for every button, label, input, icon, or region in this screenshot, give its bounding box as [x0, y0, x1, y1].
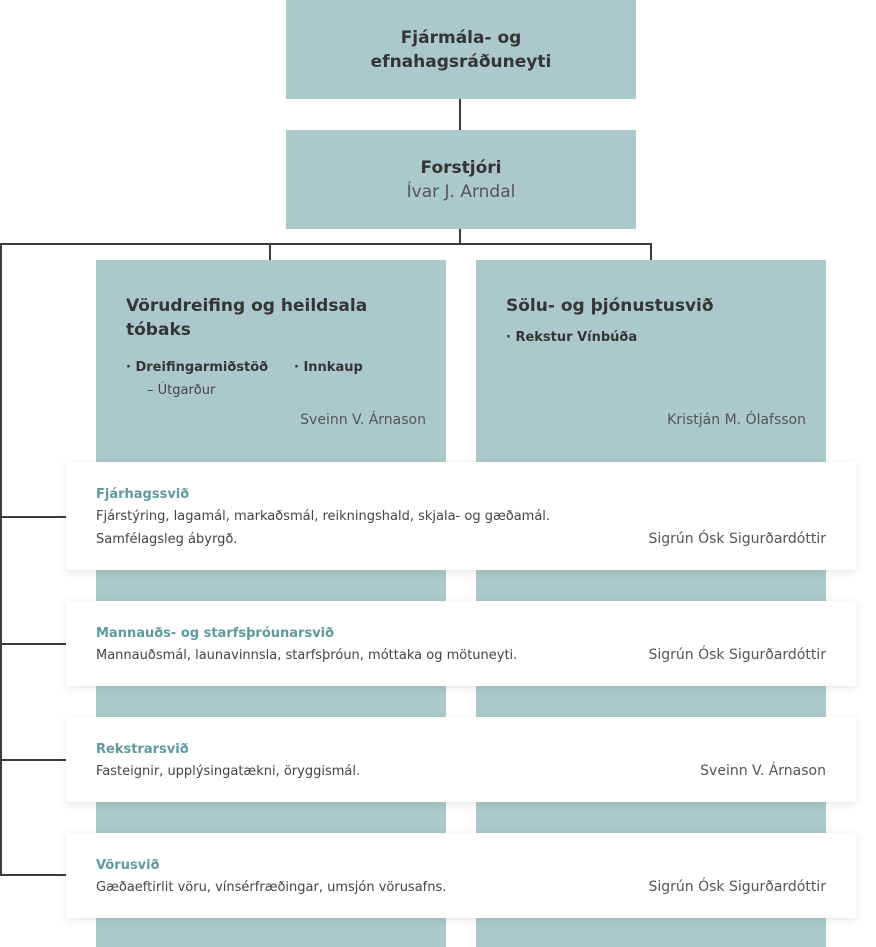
card-title: Mannauðs- og starfsþróunarsvið: [96, 626, 335, 641]
connector-support-4: [0, 874, 66, 876]
card-description: Mannauðsmál, launavinnsla, starfsþróun, …: [96, 648, 518, 663]
card-title: Fjárhagssvið: [96, 487, 190, 502]
card-head: Sigrún Ósk Sigurðardóttir: [648, 531, 826, 547]
card-head: Sigrún Ósk Sigurðardóttir: [648, 647, 826, 663]
connector-support-2: [0, 643, 66, 645]
connector-horizontal-bus: [0, 243, 652, 245]
card-title: Vörusvið: [96, 858, 160, 873]
division-title: Vörudreifing og heildsala tóbaks: [126, 296, 368, 340]
director-box: Forstjóri Ívar J. Arndal: [286, 130, 636, 229]
connector-top-director: [459, 99, 461, 130]
ministry-title-line2: efnahagsráðuneyti: [370, 51, 552, 72]
director-name: Ívar J. Arndal: [406, 181, 516, 202]
bullet-purchasing: · Innkaup: [294, 360, 363, 375]
support-card-operations: Rekstrarsvið Fasteignir, upplýsingatækni…: [66, 717, 856, 802]
connector-vertical-spine: [0, 243, 2, 876]
sub-item-utgardur: – Útgarður: [147, 383, 216, 398]
connector-director-down: [459, 229, 461, 244]
connector-support-1: [0, 516, 66, 518]
support-card-hr: Mannauðs- og starfsþróunarsvið Mannauðsm…: [66, 601, 856, 686]
connector-right-division: [650, 243, 652, 260]
director-title: Forstjóri: [420, 157, 502, 178]
support-card-products: Vörusvið Gæðaeftirlit vöru, vínsérfræðin…: [66, 833, 856, 918]
card-description: Fasteignir, upplýsingatækni, öryggismál.: [96, 764, 361, 779]
card-head: Sigrún Ósk Sigurðardóttir: [648, 879, 826, 895]
card-description: Gæðaeftirlit vöru, vínsérfræðingar, umsj…: [96, 880, 447, 895]
card-head: Sveinn V. Árnason: [700, 763, 826, 779]
division-head: Sveinn V. Árnason: [300, 412, 426, 428]
ministry-box: Fjármála- og efnahagsráðuneyti: [286, 0, 636, 99]
support-card-finance: Fjárhagssvið Fjárstýring, lagamál, marka…: [66, 462, 856, 570]
connector-support-3: [0, 759, 66, 761]
card-title: Rekstrarsvið: [96, 742, 189, 757]
division-head: Kristján M. Ólafsson: [667, 412, 806, 428]
bullet-store-operations: · Rekstur Vínbúða: [506, 330, 638, 345]
connector-left-division: [269, 243, 271, 260]
card-description: Fjárstýring, lagamál, markaðsmál, reikni…: [96, 509, 551, 547]
bullet-distribution-center: · Dreifingarmiðstöð: [126, 360, 269, 375]
division-title: Sölu- og þjónustusvið: [506, 296, 714, 316]
ministry-title-line1: Fjármála- og: [400, 27, 522, 48]
